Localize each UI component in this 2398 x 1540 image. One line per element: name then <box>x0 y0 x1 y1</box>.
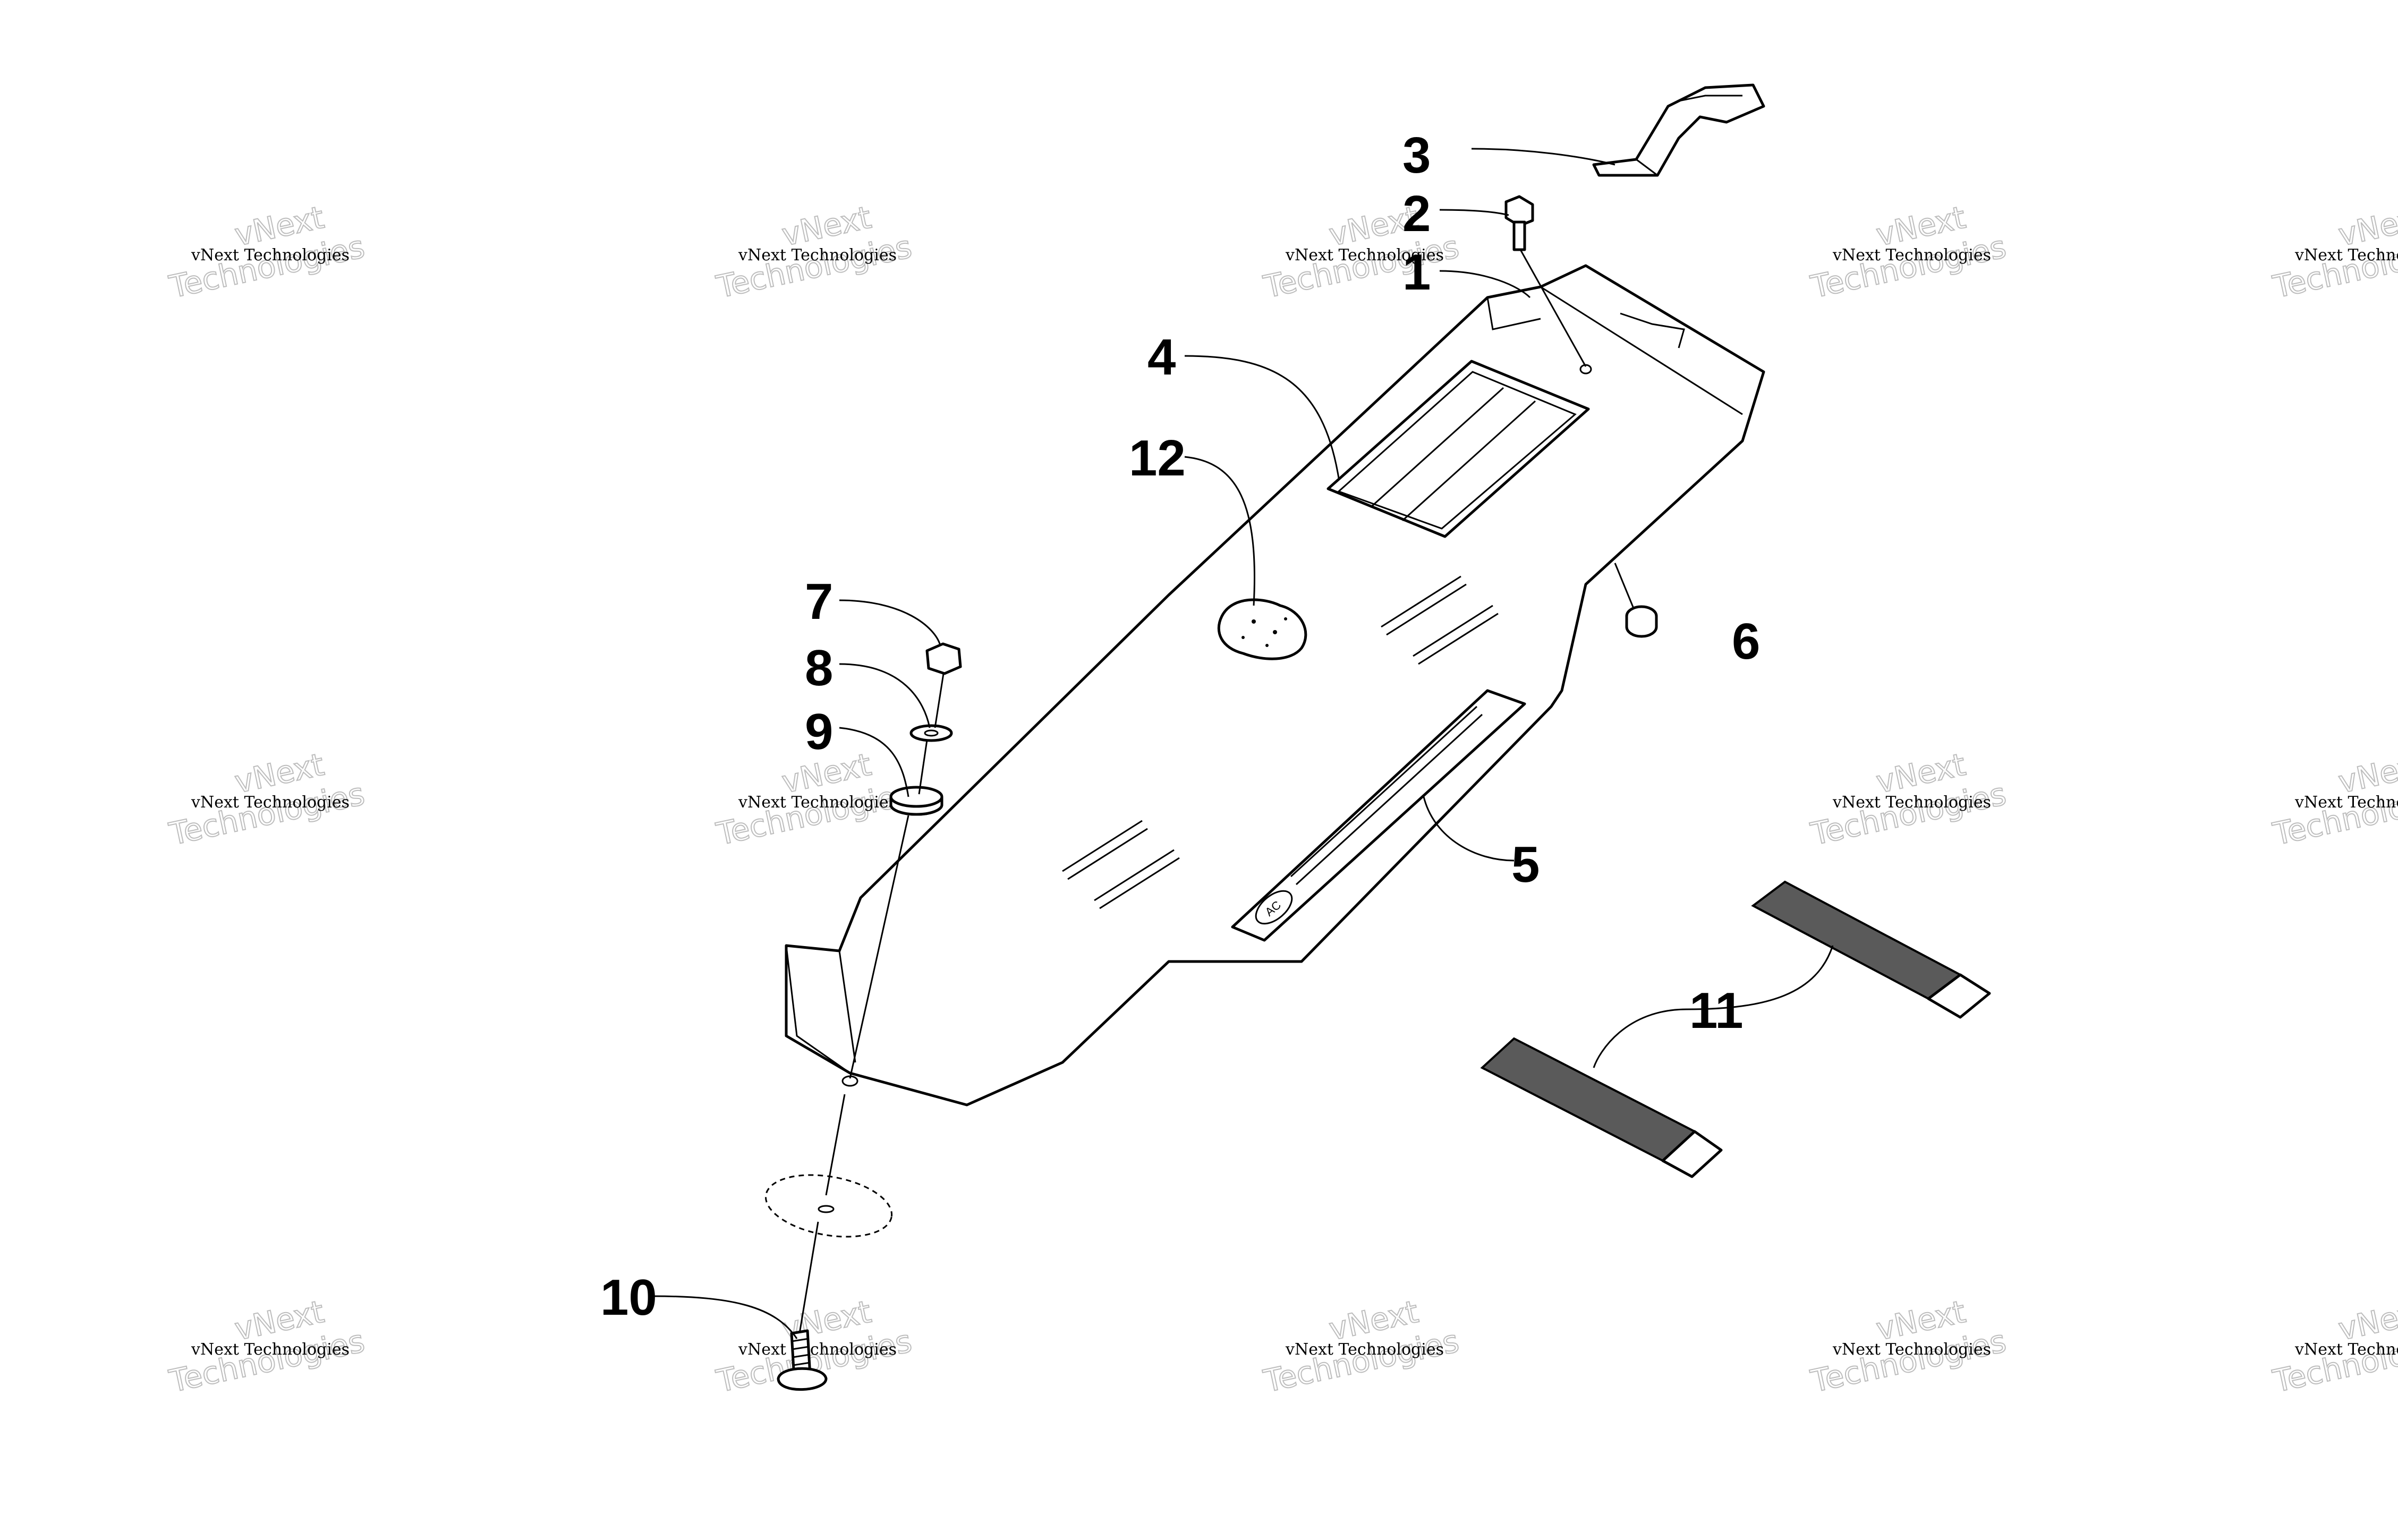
callout-5: 5 <box>1511 836 1540 893</box>
callout-1: 1 <box>1402 244 1431 301</box>
callout-7: 7 <box>805 573 833 630</box>
callout-2: 2 <box>1402 185 1431 242</box>
callout-12: 12 <box>1129 430 1186 487</box>
watermark-brand-text: vNext Technologies <box>191 1340 350 1359</box>
adhesive-part-12 <box>1217 598 1307 660</box>
watermark-brand-text: vNext Technologies <box>191 793 350 812</box>
callout-9: 9 <box>805 703 833 760</box>
watermark-brand-text: vNext Technologies <box>738 793 897 812</box>
watermark-brand-text: vNext Technologies <box>738 246 897 265</box>
grommet-part-6 <box>1614 563 1658 638</box>
watermark-brand-text: vNext Technologies <box>1832 793 1991 812</box>
callout-3: 3 <box>1402 127 1431 184</box>
callout-10: 10 <box>600 1269 657 1326</box>
watermark-brand-text: vNext Technologies <box>2294 1340 2398 1359</box>
washer-part-8 <box>909 724 953 742</box>
callout-labels: 1 2 3 4 5 6 7 8 9 10 11 12 <box>600 127 1760 1326</box>
watermark-brand-text: vNext Technologies <box>738 1340 897 1359</box>
spacer-part-9 <box>889 786 943 816</box>
bolt-part-10 <box>777 1329 828 1391</box>
watermark-brand-text: vNext Technologies <box>2294 246 2398 265</box>
callout-11: 11 <box>1689 982 1743 1039</box>
bracket-part-3 <box>1592 83 1765 177</box>
leader-lines <box>653 148 1834 1339</box>
watermark-brand-text: vNext Technologies <box>1285 1340 1444 1359</box>
warning-decal-part-4 <box>1326 360 1590 538</box>
pad-part-11-upper <box>1751 880 1991 1019</box>
callout-8: 8 <box>805 640 833 696</box>
watermark-brand-text: vNext Technologies <box>2294 793 2398 812</box>
callout-4: 4 <box>1147 329 1176 386</box>
watermark-brand-text: vNext Technologies <box>1832 1340 1991 1359</box>
bolt-part-2 <box>1504 195 1587 367</box>
pad-part-11-lower <box>1480 1037 1723 1178</box>
dashed-washer <box>764 1174 893 1238</box>
skid-plate-part-1 <box>785 264 1765 1107</box>
watermark-brand-text: vNext Technologies <box>1285 246 1444 265</box>
assembly-axis-line <box>798 673 945 1334</box>
watermark-brand-text: vNext Technologies <box>191 246 350 265</box>
watermark-brand-text: vNext Technologies <box>1832 246 1991 265</box>
nut-part-7 <box>925 642 962 675</box>
logo-decal-part-5: AC <box>1231 689 1526 942</box>
callout-6: 6 <box>1732 613 1760 670</box>
